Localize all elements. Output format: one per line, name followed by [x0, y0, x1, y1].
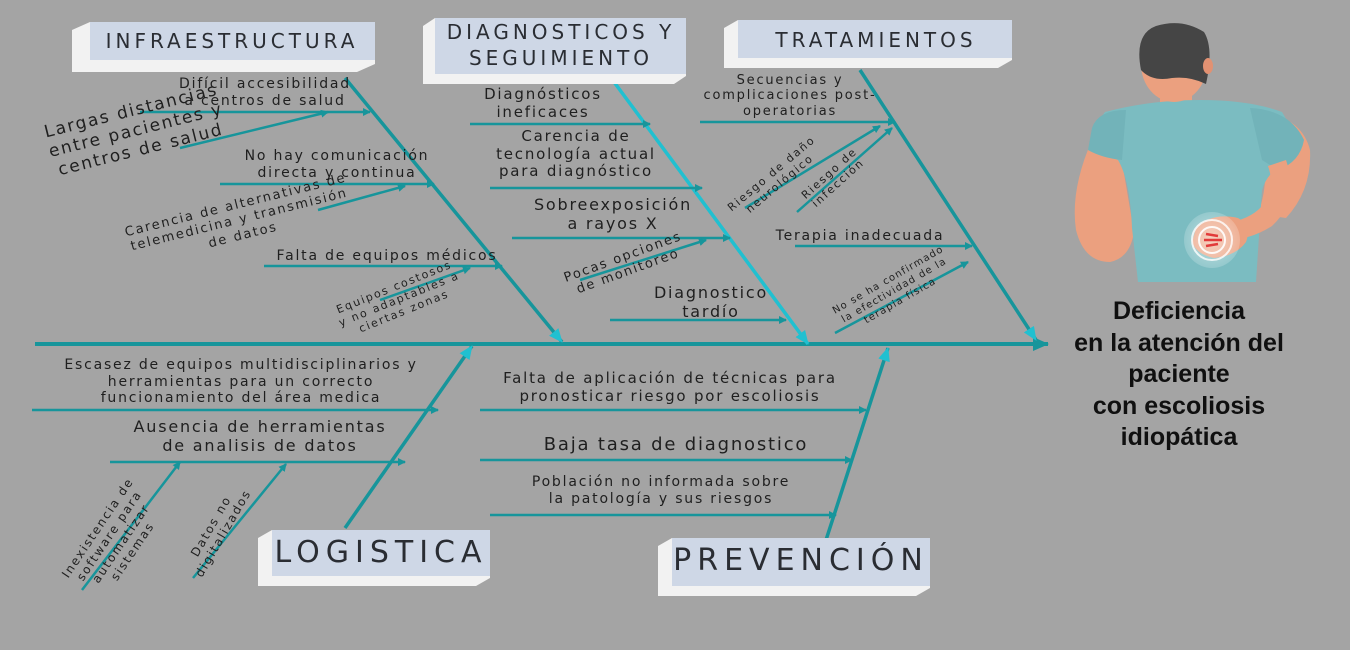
- arrow-monitoreo: [579, 238, 707, 282]
- patient-back-pain-icon: [1074, 23, 1311, 282]
- cause-comunicacion: No hay comunicación directa y continua: [244, 148, 430, 181]
- cause-equipos-medicos: Falta de equipos médicos: [276, 248, 498, 264]
- cause-terapia: Terapia inadecuada: [775, 228, 945, 244]
- cause-poblacion: Población no informada sobre la patologí…: [531, 474, 791, 507]
- category-diagnosticos: DIAGNOSTICOS Y SEGUIMIENTO: [446, 20, 676, 70]
- box-prevencion: [658, 538, 930, 596]
- arrow-equipos-costosos: [379, 266, 471, 302]
- category-prevencion: PREVENCIÓN: [673, 543, 929, 578]
- cause-secuencias: Secuencias y complicaciones post- operat…: [703, 73, 877, 119]
- cause-accesibilidad: Difícil accesibilidad a centros de salud: [179, 76, 351, 109]
- arrow-datos: [192, 463, 287, 579]
- box-infraestructura: [72, 22, 375, 72]
- cause-ineficaces: Diagnósticos ineficaces: [484, 85, 602, 121]
- arrow-telemedicina: [317, 184, 406, 212]
- arrow-dano-neurologico: [744, 124, 881, 210]
- bone-tratamientos: [858, 69, 1038, 341]
- cause-escasez: Escasez de equipos multidisciplinarios y…: [64, 357, 418, 407]
- category-infraestructura: INFRAESTRUCTURA: [105, 29, 359, 53]
- box-logistica: [258, 530, 490, 586]
- arrow-infeccion: [796, 127, 893, 213]
- arrow-efectividad: [834, 260, 969, 335]
- bone-prevencion: [824, 347, 890, 541]
- bone-logistica: [343, 344, 474, 530]
- arrow-software: [81, 461, 181, 591]
- cause-tardio: Diagnostico tardío: [653, 283, 769, 321]
- effect-title: Deficiencia en la atención del paciente …: [1074, 297, 1284, 451]
- cause-herramientas: Ausencia de herramientas de analisis de …: [133, 417, 387, 455]
- cause-tasa: Baja tasa de diagnostico: [543, 434, 809, 455]
- box-tratamientos: [724, 20, 1012, 68]
- arrow-largas-distancias: [179, 109, 329, 150]
- box-diagnosticos: [423, 18, 686, 84]
- category-logistica: LOGISTICA: [274, 535, 488, 570]
- cause-tecnologia: Carencia de tecnología actual para diagn…: [496, 127, 656, 181]
- category-tratamientos: TRATAMIENTOS: [775, 28, 977, 52]
- cause-rayos-x: Sobreexposición a rayos X: [533, 195, 693, 233]
- bone-infraestructura: [343, 76, 564, 344]
- cause-tecnicas: Falta de aplicación de técnicas para pro…: [503, 369, 837, 405]
